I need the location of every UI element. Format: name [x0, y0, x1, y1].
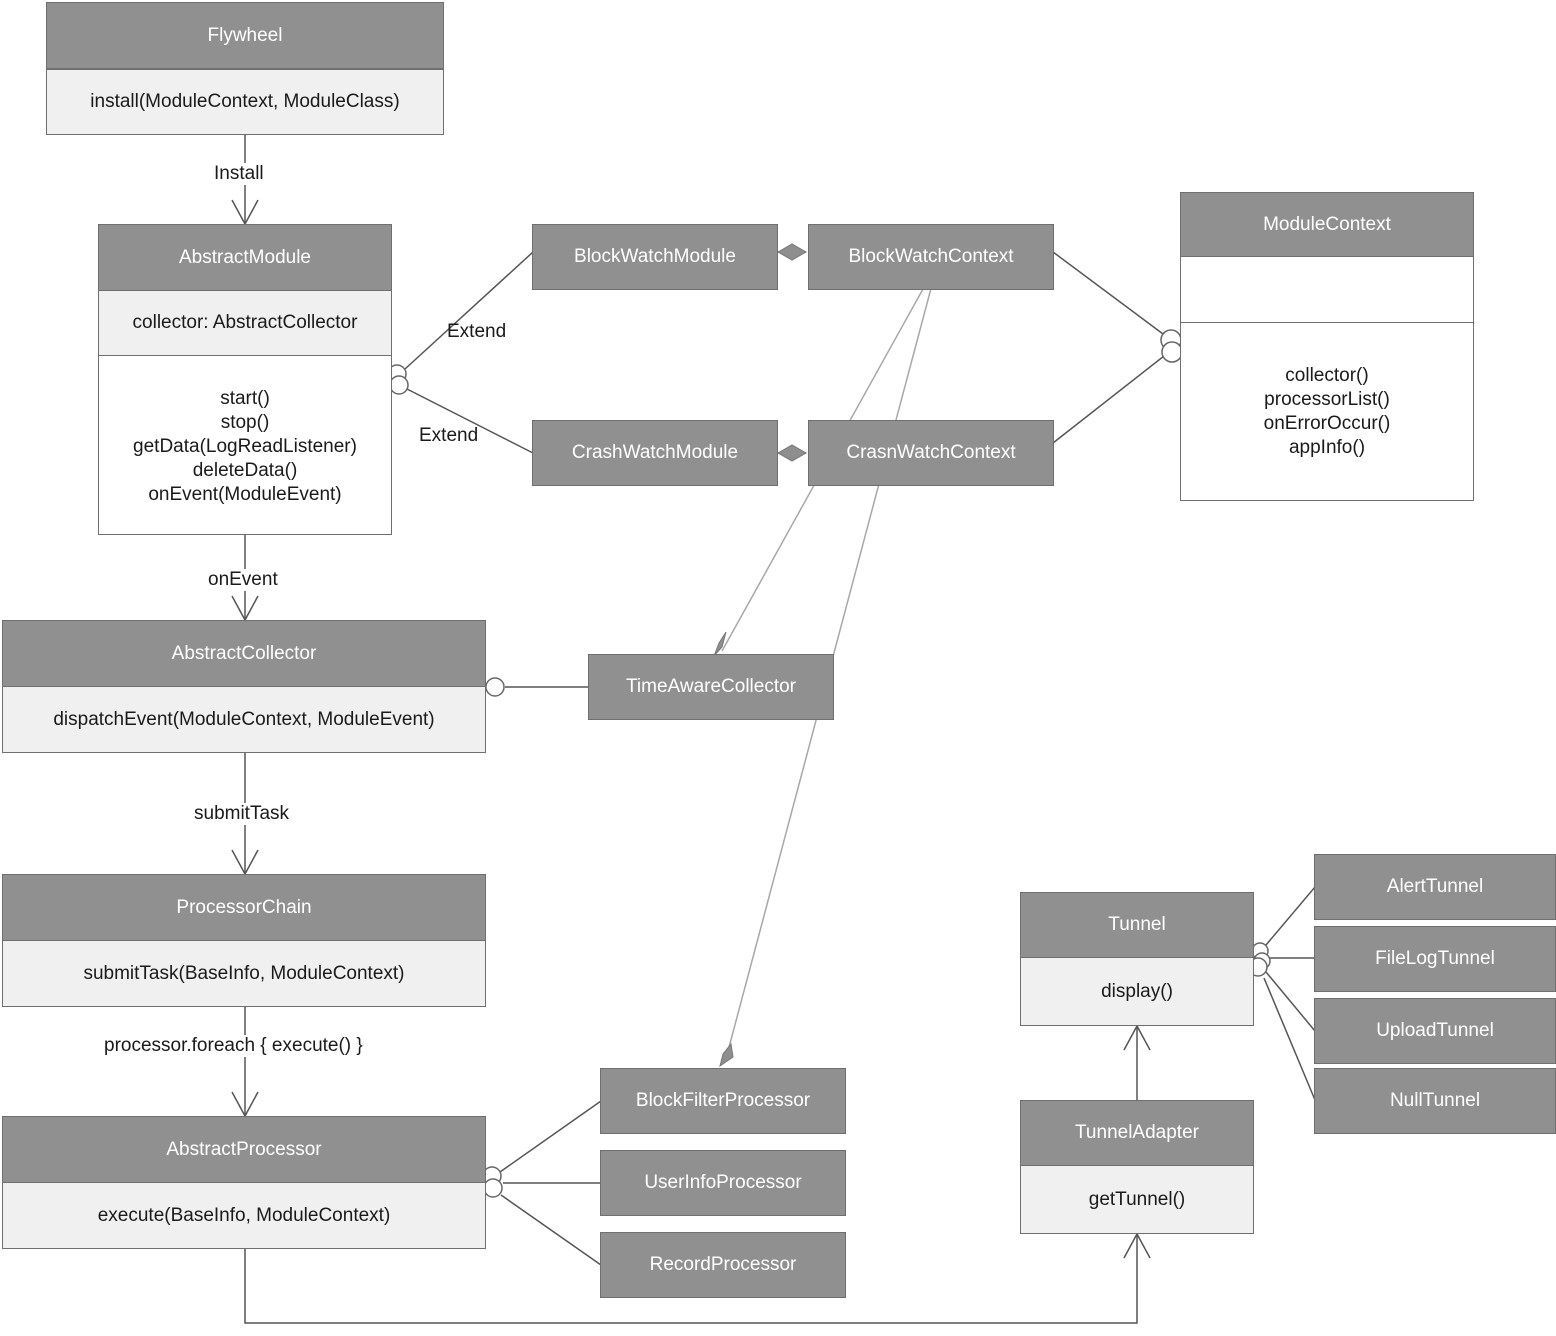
edge-label-extend-crash: Extend [419, 425, 479, 446]
crash-context-to-module-context [1052, 355, 1165, 444]
block-context-to-module-context [1052, 251, 1164, 335]
crash-composition-diamond [776, 444, 808, 462]
tunnel-to-upload [1265, 971, 1316, 1032]
extend-block-connector [404, 251, 534, 370]
class-time-aware-collector[interactable]: TimeAwareCollector [588, 654, 834, 720]
method: onErrorOccur() [1263, 412, 1391, 434]
class-file-log-tunnel[interactable]: FileLogTunnel [1314, 926, 1556, 992]
class-name: AbstractCollector [3, 621, 485, 687]
context-interface-circle-2 [1161, 341, 1183, 363]
tunnel-arrowhead [1123, 1024, 1151, 1051]
class-crash-watch-module[interactable]: CrashWatchModule [532, 420, 778, 486]
method: start() [220, 388, 270, 409]
block-composition-diamond [776, 243, 808, 261]
class-abstract-module[interactable]: AbstractModule collector: AbstractCollec… [98, 224, 392, 535]
method-list: display() [1021, 958, 1253, 1025]
class-name: AbstractProcessor [3, 1117, 485, 1183]
method: collector() [1285, 364, 1369, 386]
edge-label-submit-task: submitTask [192, 803, 292, 825]
class-block-filter-processor[interactable]: BlockFilterProcessor [600, 1068, 846, 1134]
class-name: Tunnel [1021, 893, 1253, 958]
class-module-context[interactable]: ModuleContext collector() processorList(… [1180, 192, 1474, 501]
class-abstract-processor[interactable]: AbstractProcessor execute(BaseInfo, Modu… [2, 1116, 486, 1249]
method: processorList() [1264, 388, 1390, 410]
method: getData(LogReadListener) [133, 436, 357, 457]
edge-label-on-event: onEvent [206, 569, 280, 591]
processor-to-record [500, 1194, 602, 1266]
class-flywheel[interactable]: Flywheel install(ModuleContext, ModuleCl… [46, 2, 444, 135]
method-list: collector() processorList() onErrorOccur… [1181, 322, 1473, 500]
processor-to-block-filter [499, 1100, 602, 1173]
class-name: TunnelAdapter [1021, 1101, 1253, 1166]
method-list: execute(BaseInfo, ModuleContext) [3, 1183, 485, 1248]
edge-label-processor-foreach: processor.foreach { execute() } [102, 1035, 365, 1057]
method: display() [1101, 980, 1173, 1002]
class-name: ModuleContext [1181, 193, 1473, 257]
field: collector: AbstractCollector [132, 312, 358, 333]
method: submitTask(BaseInfo, ModuleContext) [83, 962, 405, 984]
processor-interface-circle-2 [483, 1178, 503, 1198]
method: appInfo() [1288, 436, 1366, 458]
block-filter-composition-diamond [719, 1042, 734, 1068]
class-record-processor[interactable]: RecordProcessor [600, 1232, 846, 1298]
method-list: dispatchEvent(ModuleContext, ModuleEvent… [3, 687, 485, 752]
method-list: install(ModuleContext, ModuleClass) [47, 69, 443, 134]
edge-label-install: Install [212, 163, 266, 185]
method-list: submitTask(BaseInfo, ModuleContext) [3, 941, 485, 1006]
class-crash-watch-context[interactable]: CrasnWatchContext [808, 420, 1054, 486]
adapter-arrowhead [1123, 1232, 1151, 1259]
method: deleteData() [192, 460, 298, 481]
module-interface-circle-2 [389, 375, 409, 395]
class-block-watch-module[interactable]: BlockWatchModule [532, 224, 778, 290]
method: dispatchEvent(ModuleContext, ModuleEvent… [53, 708, 435, 730]
class-null-tunnel[interactable]: NullTunnel [1314, 1068, 1556, 1134]
class-processor-chain[interactable]: ProcessorChain submitTask(BaseInfo, Modu… [2, 874, 486, 1007]
extend-crash-connector [406, 388, 534, 454]
collector-interface-circle [485, 677, 505, 697]
tunnel-to-null [1263, 977, 1316, 1101]
class-name: AbstractModule [99, 225, 391, 291]
class-upload-tunnel[interactable]: UploadTunnel [1314, 998, 1556, 1064]
class-abstract-collector[interactable]: AbstractCollector dispatchEvent(ModuleCo… [2, 620, 486, 753]
method: execute(BaseInfo, ModuleContext) [97, 1204, 391, 1226]
field-list [1181, 257, 1473, 322]
class-block-watch-context[interactable]: BlockWatchContext [808, 224, 1054, 290]
tunnel-to-alert [1265, 886, 1316, 946]
field-list: collector: AbstractCollector [99, 291, 391, 355]
method-list: getTunnel() [1021, 1166, 1253, 1233]
class-name: Flywheel [47, 3, 443, 69]
method: install(ModuleContext, ModuleClass) [90, 91, 400, 112]
class-tunnel[interactable]: Tunnel display() [1020, 892, 1254, 1026]
processor-to-adapter-connector [244, 1234, 1138, 1324]
method: getTunnel() [1088, 1188, 1186, 1210]
class-user-info-processor[interactable]: UserInfoProcessor [600, 1150, 846, 1216]
method: stop() [220, 412, 270, 433]
method-list: start() stop() getData(LogReadListener) … [99, 355, 391, 534]
edge-label-extend-block: Extend [447, 321, 507, 342]
method: onEvent(ModuleEvent) [148, 484, 342, 505]
class-alert-tunnel[interactable]: AlertTunnel [1314, 854, 1556, 920]
class-name: ProcessorChain [3, 875, 485, 941]
timeaware-composition-diamond [713, 631, 727, 657]
class-tunnel-adapter[interactable]: TunnelAdapter getTunnel() [1020, 1100, 1254, 1234]
